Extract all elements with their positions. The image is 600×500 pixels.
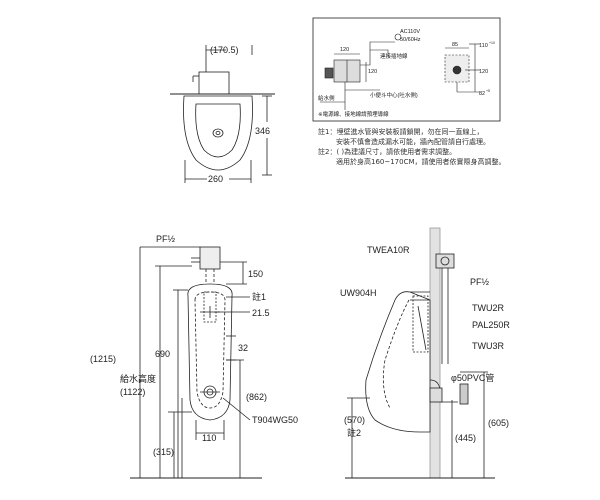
side-view: [345, 227, 495, 479]
inset-dim-85: 85: [452, 42, 458, 48]
note1-line1: 註1：埋壁進水管與安裝板請鎖開，勿在同一直線上，: [318, 128, 484, 136]
dim-862-label: (862): [246, 392, 267, 402]
note1-marker: 註1: [252, 291, 266, 302]
top-view: [170, 45, 275, 183]
dim-21-5-label: 21.5: [252, 308, 270, 318]
supply-height-label: 給水高度: [120, 373, 156, 384]
inset-dim-110: 110: [479, 43, 488, 49]
inset-dim-120-top: 120: [340, 47, 349, 53]
valve-connection-label: 連接插地線: [380, 52, 408, 60]
dim-605-label: (605): [488, 418, 509, 428]
dim-260-label: 260: [208, 174, 223, 184]
dim-570-label: (570): [344, 415, 365, 425]
inset-dim-120-side: 120: [368, 69, 377, 75]
pvc-pipe-label: φ50PVC管: [451, 372, 494, 383]
twea-label: TWEA10R: [367, 245, 410, 255]
twu2r-label: TWU2R: [472, 303, 504, 313]
supply-side-label: 給水側: [318, 94, 335, 102]
dim-346-label: 346: [255, 126, 270, 136]
note2-marker: 註2: [347, 427, 361, 438]
inset-dim-82: 82: [479, 91, 485, 97]
dim-445-label: (445): [455, 433, 476, 443]
inset-dim-110-tolerance: +10: [489, 41, 495, 45]
uw904-label: UW904H: [340, 288, 377, 298]
dim-170-5-label: (170.5): [210, 45, 239, 55]
inset-dim-120-right: 120: [479, 69, 488, 75]
side-pf-label: PF½: [470, 277, 490, 287]
power-terminal-icon: [394, 33, 402, 41]
front-dim-110-label: 110: [202, 433, 216, 443]
wiring-inset: [312, 17, 501, 122]
twu3r-label: TWU3R: [472, 341, 504, 351]
dim-690-label: 690: [155, 349, 170, 359]
ac-voltage-label: AC110V: [400, 29, 420, 35]
front-view: [130, 246, 262, 479]
side-urinal-outline: [365, 291, 431, 433]
front-pf-label: PF½: [156, 234, 176, 244]
urinal-top-outline: [183, 95, 253, 171]
dim-1215-label: (1215): [90, 354, 116, 364]
ac-frequency-label: 50/60Hz: [400, 37, 421, 43]
front-valve-box: [199, 246, 221, 270]
inset-dim-82-tolerance: +5: [486, 89, 490, 93]
pal250r-label: PAL250R: [472, 320, 510, 330]
t904-label: T904WG50: [252, 415, 298, 425]
valve-box: [198, 71, 230, 95]
note2-line2: 適用於身高160~170CM，請使用者依實際身高調整。: [336, 158, 506, 166]
dim-315-label: (315): [153, 447, 174, 457]
dim-32-label: 32: [238, 343, 248, 353]
urinal-center-label: 小便斗中心(吐水側): [370, 91, 418, 99]
note1-line2: 安裝不慎會造成漏水可能，牆內配管請自行處理。: [336, 138, 490, 146]
power-wire-note: ※電源線、接地線請預埋導線: [318, 110, 389, 118]
front-urinal-outline: [187, 283, 233, 421]
dim-1122-label: (1122): [120, 387, 145, 397]
note2-line1: 註2：( )為建議尺寸，請依使用者需求調整。: [318, 148, 457, 156]
dim-150-label: 150: [248, 269, 263, 279]
